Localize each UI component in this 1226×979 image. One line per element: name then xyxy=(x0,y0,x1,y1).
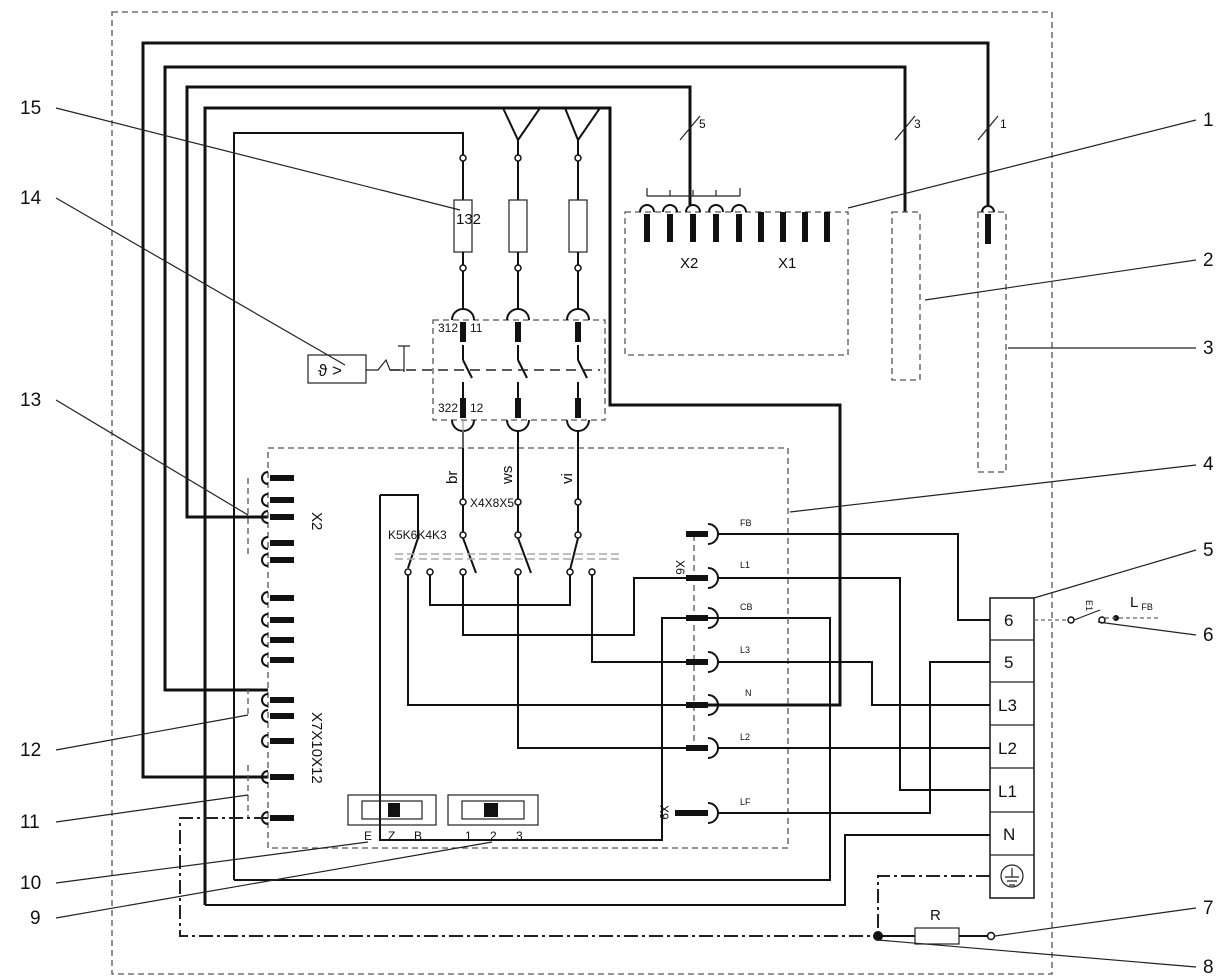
terminal-6: 6 xyxy=(1004,611,1013,630)
board-x1-label: X1 xyxy=(778,255,796,272)
callout-6: 6 xyxy=(1203,625,1214,646)
terminal-wiring xyxy=(718,533,990,814)
sensor-3 xyxy=(977,205,1007,473)
safety-limiter: 312 11 322 12 xyxy=(390,308,606,432)
sensor-2 xyxy=(891,211,921,381)
connector-x2-left: X2 xyxy=(308,512,325,530)
callout-2: 2 xyxy=(1203,250,1214,271)
switch-2: 2 xyxy=(490,829,497,843)
left-connectors: X2 X7X10X12 xyxy=(247,471,325,825)
callout-10: 10 xyxy=(20,873,41,894)
connector-x6: X6 xyxy=(673,560,687,575)
x6-pin-cb: CB xyxy=(740,602,753,612)
power-board: br ws vi X4X8X5 K5K6K4K3 X6 xyxy=(267,420,789,849)
contact-11: 11 xyxy=(470,321,483,335)
board-x2-pins xyxy=(639,188,747,242)
callout-13: 13 xyxy=(20,390,41,411)
connector-x9: X9 xyxy=(657,805,671,820)
switch-b: B xyxy=(414,829,422,843)
wire-count-marks: 5 3 1 xyxy=(679,115,1007,141)
callout-8: 8 xyxy=(1203,957,1214,978)
contact-322: 322 xyxy=(438,401,458,415)
housing-outline xyxy=(111,11,1053,975)
switch-z: Z xyxy=(388,829,395,843)
earth-wiring: R xyxy=(179,817,996,945)
callout-numbers: 1 2 3 4 5 6 7 8 9 10 11 12 13 14 15 xyxy=(20,98,1214,978)
contact-12: 12 xyxy=(470,401,484,415)
x6-pin-l2: L2 xyxy=(740,732,750,742)
x9-pin-lf: LF xyxy=(740,797,751,807)
terminal-l3: L3 xyxy=(998,696,1017,715)
wire-count-1: 1 xyxy=(1000,117,1007,131)
temperature-limiter-sensor: ϑ > xyxy=(307,345,410,384)
resistor-r xyxy=(914,927,960,945)
callout-15: 15 xyxy=(20,98,41,119)
terminal-block: 6 5 L3 L2 L1 N xyxy=(989,597,1035,899)
wire-color-br: br xyxy=(444,471,461,484)
switch-1: 1 xyxy=(465,829,472,843)
callout-11: 11 xyxy=(20,812,40,833)
x6-connector-pins xyxy=(686,523,719,759)
power-switch-123: 1 2 3 xyxy=(447,794,539,843)
mode-switch-ezb: E Z B xyxy=(347,794,437,843)
callout-14: 14 xyxy=(20,188,42,209)
callout-9: 9 xyxy=(30,908,41,929)
heating-elements: 132 xyxy=(453,154,588,310)
terminal-n: N xyxy=(1003,825,1015,844)
connector-x4x8x5: X4X8X5 xyxy=(470,496,514,510)
wire-color-vi: vi xyxy=(559,473,576,484)
board-x2-label: X2 xyxy=(680,255,698,272)
terminal-5: 5 xyxy=(1004,653,1013,672)
control-board-x1-x2: X2 X1 xyxy=(624,188,849,356)
terminal-l1: L1 xyxy=(998,782,1017,801)
callout-1: 1 xyxy=(1203,110,1214,131)
wire-count-3: 3 xyxy=(914,117,921,131)
x6-pin-l1: L1 xyxy=(740,560,750,570)
board-x1-pins xyxy=(758,212,830,242)
wire-color-ws: ws xyxy=(499,466,516,485)
x6-pin-l3: L3 xyxy=(740,645,750,655)
callout-4: 4 xyxy=(1203,454,1214,475)
connector-x7x10x12: X7X10X12 xyxy=(308,712,325,784)
x6-pin-n: N xyxy=(745,688,752,698)
theta-symbol: ϑ > xyxy=(318,361,342,380)
remote-e1: E1 xyxy=(1084,600,1094,611)
switch-3: 3 xyxy=(516,829,523,843)
wire-count-5: 5 xyxy=(699,117,706,131)
heater-label: 132 xyxy=(456,211,481,228)
callout-leaders xyxy=(55,107,1197,968)
callout-5: 5 xyxy=(1203,540,1214,561)
contact-312: 312 xyxy=(438,321,458,335)
callout-3: 3 xyxy=(1203,338,1214,359)
callout-12: 12 xyxy=(20,740,41,761)
callout-7: 7 xyxy=(1203,898,1214,919)
ground-icon xyxy=(1000,864,1024,888)
terminal-l2: L2 xyxy=(998,739,1017,758)
switch-e: E xyxy=(364,829,372,843)
resistor-label: R xyxy=(930,907,941,924)
left-pins xyxy=(261,471,294,825)
x6-pin-fb: FB xyxy=(740,518,752,528)
